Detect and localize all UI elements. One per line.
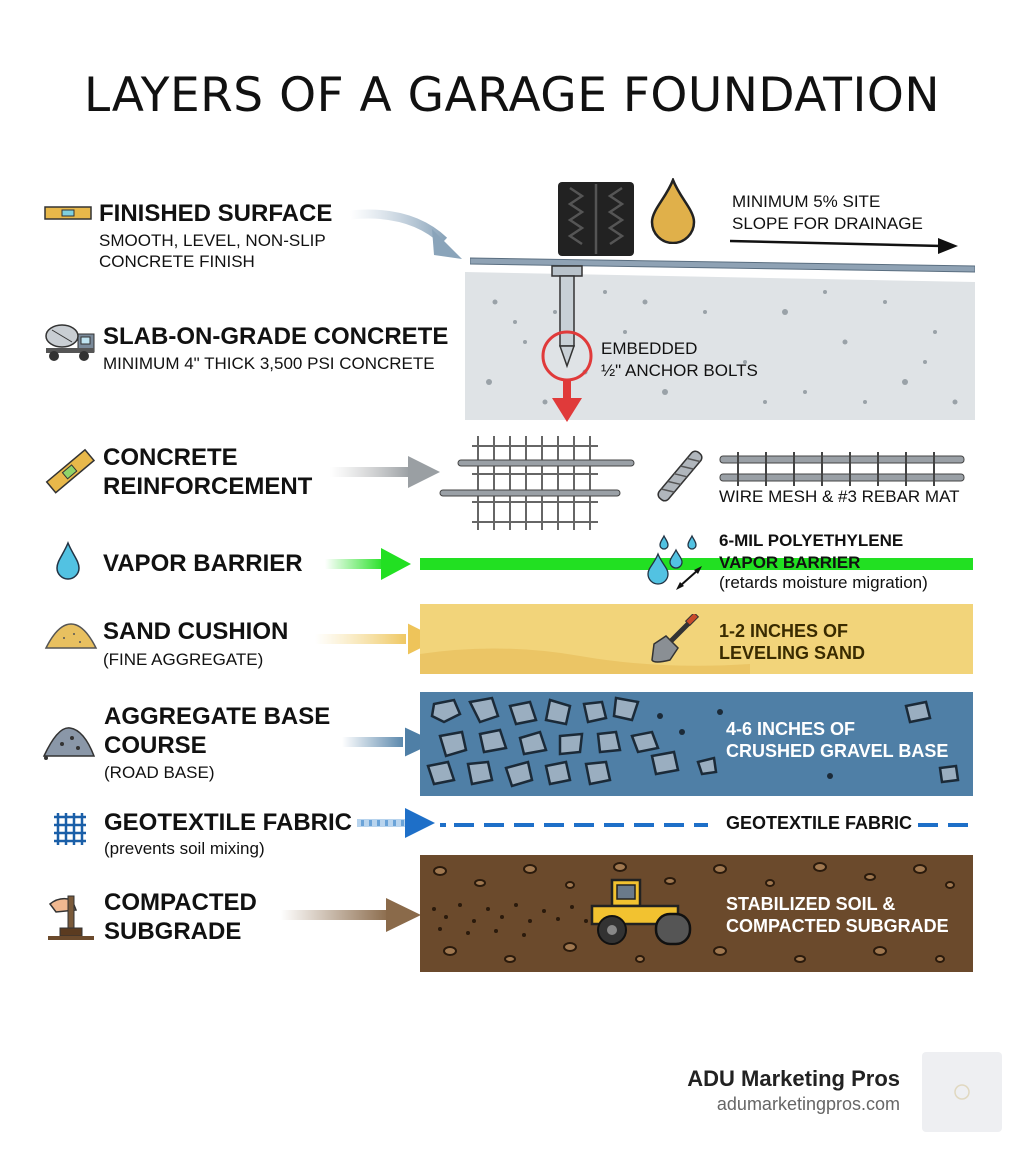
brand-name: ADU Marketing Pros [687, 1066, 900, 1091]
vapor-barrier-title: 6-MIL POLYETHYLENE VAPOR BARRIER [719, 531, 904, 572]
finished-surface-desc: SMOOTH, LEVEL, NON-SLIP CONCRETE FINISH [99, 231, 326, 271]
arrow-geotextile [357, 808, 435, 838]
sand-cushion-desc: (FINE AGGREGATE) [103, 650, 264, 669]
arrow-subgrade [280, 898, 421, 932]
vapor-barrier-note: (retards moisture migration) [719, 573, 928, 592]
brand-logo [922, 1052, 1002, 1132]
soil-note: STABILIZED SOIL & COMPACTED SUBGRADE [726, 894, 949, 936]
reinforcement-label: CONCRETE REINFORCEMENT [103, 444, 313, 500]
level-icon [44, 206, 92, 220]
finished-surface-label: FINISHED SURFACE [99, 200, 333, 227]
concrete-mixer-icon [45, 324, 95, 361]
arrow-reinforcement [330, 456, 440, 488]
fabric-grid-icon [54, 813, 86, 845]
gravel-pile-icon [42, 727, 96, 760]
anchor-bolt-note: EMBEDDED ½" ANCHOR BOLTS [601, 339, 758, 380]
gravel-note: 4-6 INCHES OF CRUSHED GRAVEL BASE [726, 719, 949, 761]
vapor-barrier-layer [420, 558, 973, 570]
logo-mark-icon [954, 1084, 970, 1100]
brand-url[interactable]: adumarketingpros.com [716, 1094, 900, 1114]
geotextile-note: GEOTEXTILE FABRIC [726, 813, 913, 833]
water-drop-icon [56, 541, 80, 580]
sand-note: 1-2 INCHES OF LEVELING SAND [719, 621, 866, 663]
finished-surface-line [470, 257, 975, 273]
hand-tamper-icon [48, 895, 94, 940]
rebar-mesh-graphic [439, 436, 635, 530]
slope-arrow [730, 238, 958, 254]
shovel-icon [651, 614, 700, 663]
vapor-barrier-label: VAPOR BARRIER [103, 550, 303, 577]
road-roller-icon [590, 878, 692, 946]
sand-pile-icon [44, 623, 98, 649]
tire-icon [558, 182, 634, 256]
subgrade-label: COMPACTED SUBGRADE [104, 889, 257, 945]
arrow-vapor-barrier [325, 548, 411, 580]
rebar-mat-graphic [719, 452, 965, 486]
rebar-note: WIRE MESH & #3 REBAR MAT [719, 487, 960, 506]
concrete-slab-layer [465, 272, 975, 420]
brand-block: ADU Marketing Pros adumarketingpros.com [687, 1066, 900, 1115]
geotextile-layer [440, 823, 968, 827]
rebar-bar-icon [657, 450, 703, 502]
aggregate-base-desc: (ROAD BASE) [104, 763, 215, 782]
aggregate-base-layer [420, 692, 973, 796]
water-drops-icon [647, 534, 702, 590]
anchor-bolt-icon [541, 265, 593, 422]
slab-desc: MINIMUM 4" THICK 3,500 PSI CONCRETE [103, 354, 435, 373]
oil-drop-icon [650, 178, 696, 244]
geotextile-label: GEOTEXTILE FABRIC [104, 809, 353, 836]
geotextile-desc: (prevents soil mixing) [104, 839, 265, 858]
spirit-level-icon [45, 448, 96, 494]
arrow-finished-surface [350, 209, 462, 259]
slope-note: MINIMUM 5% SITE SLOPE FOR DRAINAGE [732, 192, 923, 233]
subgrade-layer [420, 855, 973, 972]
slab-label: SLAB-ON-GRADE CONCRETE [103, 323, 449, 350]
aggregate-base-label: AGGREGATE BASE COURSE [104, 703, 331, 759]
sand-cushion-label: SAND CUSHION [103, 618, 289, 645]
page-title: LAYERS OF A GARAGE FOUNDATION [83, 68, 941, 123]
